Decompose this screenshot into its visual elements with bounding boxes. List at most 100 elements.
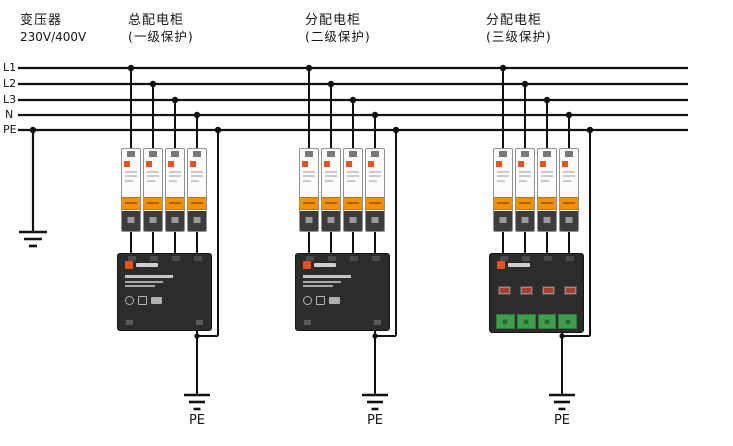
spd-brand-text (136, 263, 158, 267)
breaker-brand-logo (518, 161, 524, 167)
breaker-print (125, 180, 133, 182)
breaker-print (169, 171, 181, 173)
group3-wiring (502, 68, 591, 411)
group1-title: 总配电柜 (128, 13, 185, 28)
breaker-screw (521, 217, 529, 223)
breaker-toggle-lever (538, 197, 556, 210)
circuit-breaker (121, 148, 141, 232)
breaker-print (191, 175, 203, 177)
breaker-toggle-lever (494, 197, 512, 210)
breaker-screw (193, 217, 201, 223)
breaker-screw (149, 217, 157, 223)
spd-terminal (150, 256, 158, 261)
circuit-breaker (165, 148, 185, 232)
group3-header: 分配电柜 (三级保护) (486, 13, 552, 45)
spd-status-window (542, 286, 555, 295)
spd-terminal (172, 256, 180, 261)
breaker-screw (499, 217, 507, 223)
breaker-print (519, 175, 531, 177)
spd-terminal (306, 256, 314, 261)
breaker-print (347, 175, 359, 177)
spd-screw (374, 320, 381, 325)
breaker-print (169, 180, 177, 182)
spd-terminal (500, 256, 508, 261)
breaker-brand-logo (346, 161, 352, 167)
breaker-bottom-terminal (516, 211, 534, 231)
spd-brand-text (314, 263, 336, 267)
breaker-print (563, 180, 571, 182)
breaker-brand-logo (124, 161, 130, 167)
breaker-screw (127, 217, 135, 223)
breaker-top-terminal (127, 151, 135, 157)
breaker-toggle-lever (516, 197, 534, 210)
group2-junctions (305, 64, 400, 339)
spd-terminal (544, 256, 552, 261)
transformer-ground-symbol (19, 130, 47, 248)
breaker-screw (171, 217, 179, 223)
breaker-print (169, 175, 181, 177)
breaker-bottom-terminal (344, 211, 362, 231)
group1-wiring (130, 68, 219, 411)
surge-protector-level1 (117, 253, 212, 331)
breaker-print (541, 171, 553, 173)
spd-spec-text (303, 281, 341, 283)
spd-brand-logo (303, 261, 311, 269)
breaker-print (369, 175, 381, 177)
breaker-top-terminal (305, 151, 313, 157)
breaker-print (541, 175, 553, 177)
breaker-print (191, 171, 203, 173)
group2-subtitle: (二级保护) (305, 29, 371, 44)
breaker-brand-logo (302, 161, 308, 167)
spd-terminal (328, 256, 336, 261)
group1-subtitle: (一级保护) (128, 29, 194, 44)
circuit-breaker (493, 148, 513, 232)
breaker-bottom-terminal (300, 211, 318, 231)
breaker-group-2 (299, 148, 385, 232)
breaker-print (303, 180, 311, 182)
group1-junctions (127, 64, 222, 339)
breaker-top-terminal (565, 151, 573, 157)
breaker-print (347, 180, 355, 182)
spd-model-text (303, 275, 351, 278)
breaker-print (369, 171, 381, 173)
transformer-voltage: 230V/400V (20, 30, 87, 44)
spd-terminal (128, 256, 136, 261)
spd-spec-text (303, 285, 333, 287)
breaker-screw (305, 217, 313, 223)
breaker-screw (371, 217, 379, 223)
breaker-print (147, 180, 155, 182)
breaker-toggle-lever (188, 197, 206, 210)
breaker-print (325, 175, 337, 177)
breaker-print (347, 171, 359, 173)
circuit-breaker (343, 148, 363, 232)
spd-screw (196, 320, 203, 325)
spd-terminal (566, 256, 574, 261)
breaker-print (563, 175, 575, 177)
junction-dot (29, 126, 37, 134)
breaker-screw (565, 217, 573, 223)
transformer-name: 变压器 (20, 13, 63, 28)
breaker-top-terminal (543, 151, 551, 157)
breaker-toggle-lever (300, 197, 318, 210)
breaker-print (325, 180, 333, 182)
group1-header: 总配电柜 (一级保护) (128, 13, 194, 45)
surge-protector-level2 (295, 253, 390, 331)
breaker-brand-logo (146, 161, 152, 167)
breaker-print (497, 175, 509, 177)
breaker-print (519, 180, 527, 182)
spd-model-text (125, 275, 173, 278)
group3-junctions (499, 64, 594, 339)
breaker-brand-logo (540, 161, 546, 167)
breaker-print (369, 180, 377, 182)
group2-wiring (308, 68, 397, 411)
breaker-bottom-terminal (538, 211, 556, 231)
bus-label-n: N (5, 108, 14, 121)
spd-terminal (350, 256, 358, 261)
circuit-breaker (515, 148, 535, 232)
circuit-breaker (321, 148, 341, 232)
breaker-print (303, 175, 315, 177)
breaker-screw (327, 217, 335, 223)
breaker-top-terminal (327, 151, 335, 157)
spd-brand-logo (497, 261, 505, 269)
